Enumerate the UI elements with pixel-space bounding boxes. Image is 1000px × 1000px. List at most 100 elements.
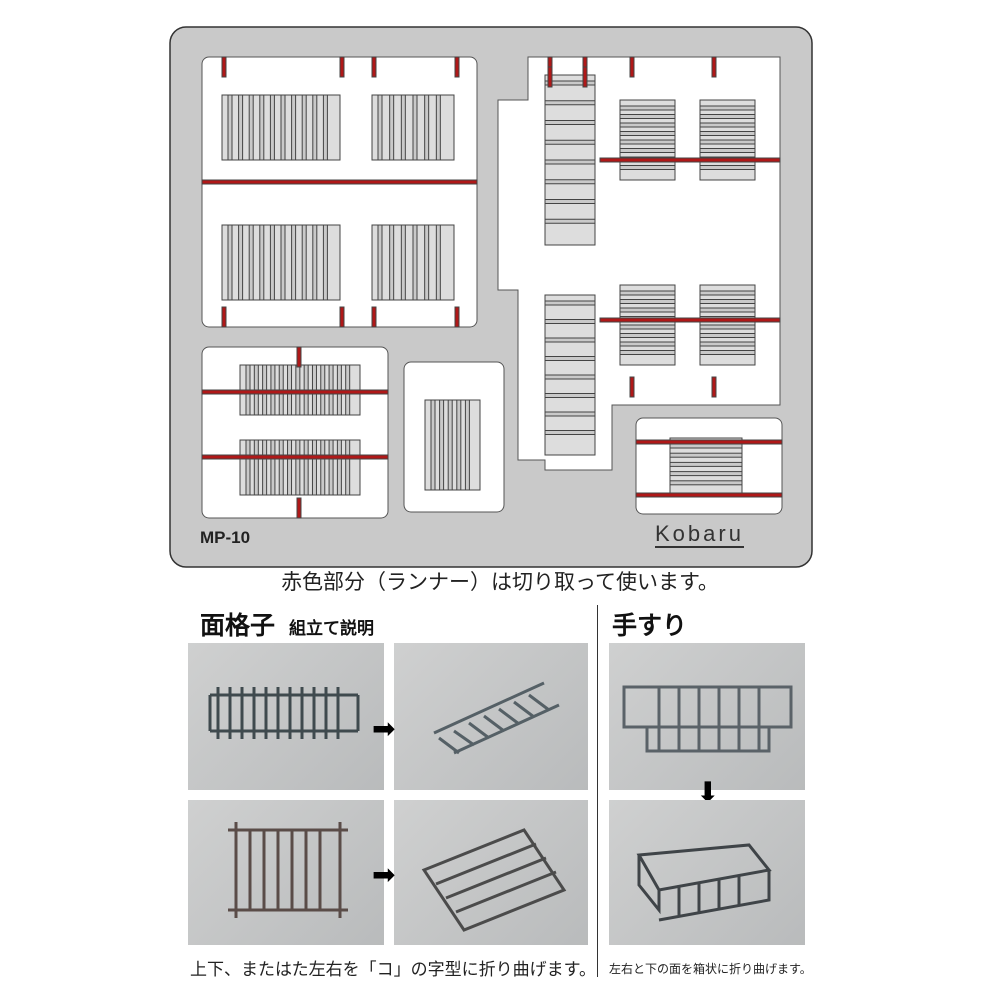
part-bar [320,439,326,496]
brand-logo: Kobaru [655,521,744,548]
part-bar [312,94,318,161]
part-bar [424,224,430,301]
part-bar [322,94,328,161]
part-bar [544,356,596,361]
part-bar [430,399,436,491]
part-bar [619,139,676,145]
runner [629,376,635,398]
part-bar [280,94,286,161]
runner [296,346,302,368]
part-bar [544,319,596,324]
part-bar [301,94,307,161]
part-bar [280,224,286,301]
part-bar [699,122,756,128]
part-bar [619,165,676,170]
part-bar [439,399,445,491]
part-bar [295,439,301,496]
part-bar [699,350,756,355]
part-bar [544,139,596,145]
part-bar [669,452,743,458]
arrow-right-icon: ➡ [372,712,396,745]
part-bar [699,290,756,296]
part-bar [619,290,676,296]
part-bar [669,461,743,467]
part-bar [699,324,756,330]
part-bar [269,94,275,161]
part-bar [669,443,743,449]
part-bar [291,224,297,301]
part-bar [412,94,418,161]
runner [339,306,345,328]
etched-parts [201,56,783,519]
part-bar [412,224,418,301]
runner [711,376,717,398]
part-bar [669,471,743,477]
part-bar [301,224,307,301]
runner [635,439,783,445]
part-bar [699,105,756,111]
part-bar [699,131,756,136]
part-bar [435,94,441,161]
lattice-title: 面格子 [200,611,276,640]
etching-sheet [169,26,813,568]
part-bar [227,94,233,161]
part-bar [619,105,676,111]
part-bar [699,299,756,304]
runner [599,157,781,163]
part-bar [544,218,596,224]
part-bar [311,439,317,496]
runner [201,179,478,185]
runner [547,66,553,88]
part-bar [544,411,596,417]
part-bar [259,94,265,161]
runner [371,306,377,328]
part-bar [619,299,676,304]
part-bar [291,94,297,161]
part-bar [312,224,318,301]
part-bar [435,224,441,301]
runner [582,66,588,88]
part-bar [238,94,244,161]
photo-flat-lattice-2 [188,800,384,945]
lattice-caption: 上下、またはた左右を「コ」の字型に折り曲げます。 [190,960,596,980]
runner [454,56,460,78]
assembly-subtitle: 組立て説明 [289,619,375,639]
part-bar [619,122,676,128]
runner [201,454,389,460]
part-bar [669,480,743,486]
runner [221,56,227,78]
part-bar [699,114,756,119]
divider [597,605,598,977]
part-bar [544,430,596,435]
part-bar [544,100,596,106]
part-bar [619,148,676,153]
part-bar [400,94,406,161]
part-bar [262,439,268,496]
part-bar [245,439,251,496]
photo-folded-handrail [609,800,805,945]
part-bar [303,439,309,496]
runner [371,56,377,78]
part-bar [389,224,395,301]
part-bar [259,224,265,301]
part-bar [322,224,328,301]
part-bar [619,341,676,347]
arrow-right-icon: ➡ [372,858,396,891]
part-bar [377,94,383,161]
part-bar [619,350,676,355]
part-bar [336,439,342,496]
part-bar [619,307,676,313]
part-bar [619,333,676,338]
runner [599,317,781,323]
part-bar [544,199,596,204]
part-bar [270,439,276,496]
part-bar [619,114,676,119]
part-bar [278,439,284,496]
product-code: MP-10 [200,528,251,547]
handrail-caption: 左右と下の面を箱状に折り曲げます。 [609,962,812,976]
part-bar [248,224,254,301]
part-bar [269,224,275,301]
part-bar [238,224,244,301]
photo-folded-lattice-2 [394,800,588,945]
part-bar [699,333,756,338]
